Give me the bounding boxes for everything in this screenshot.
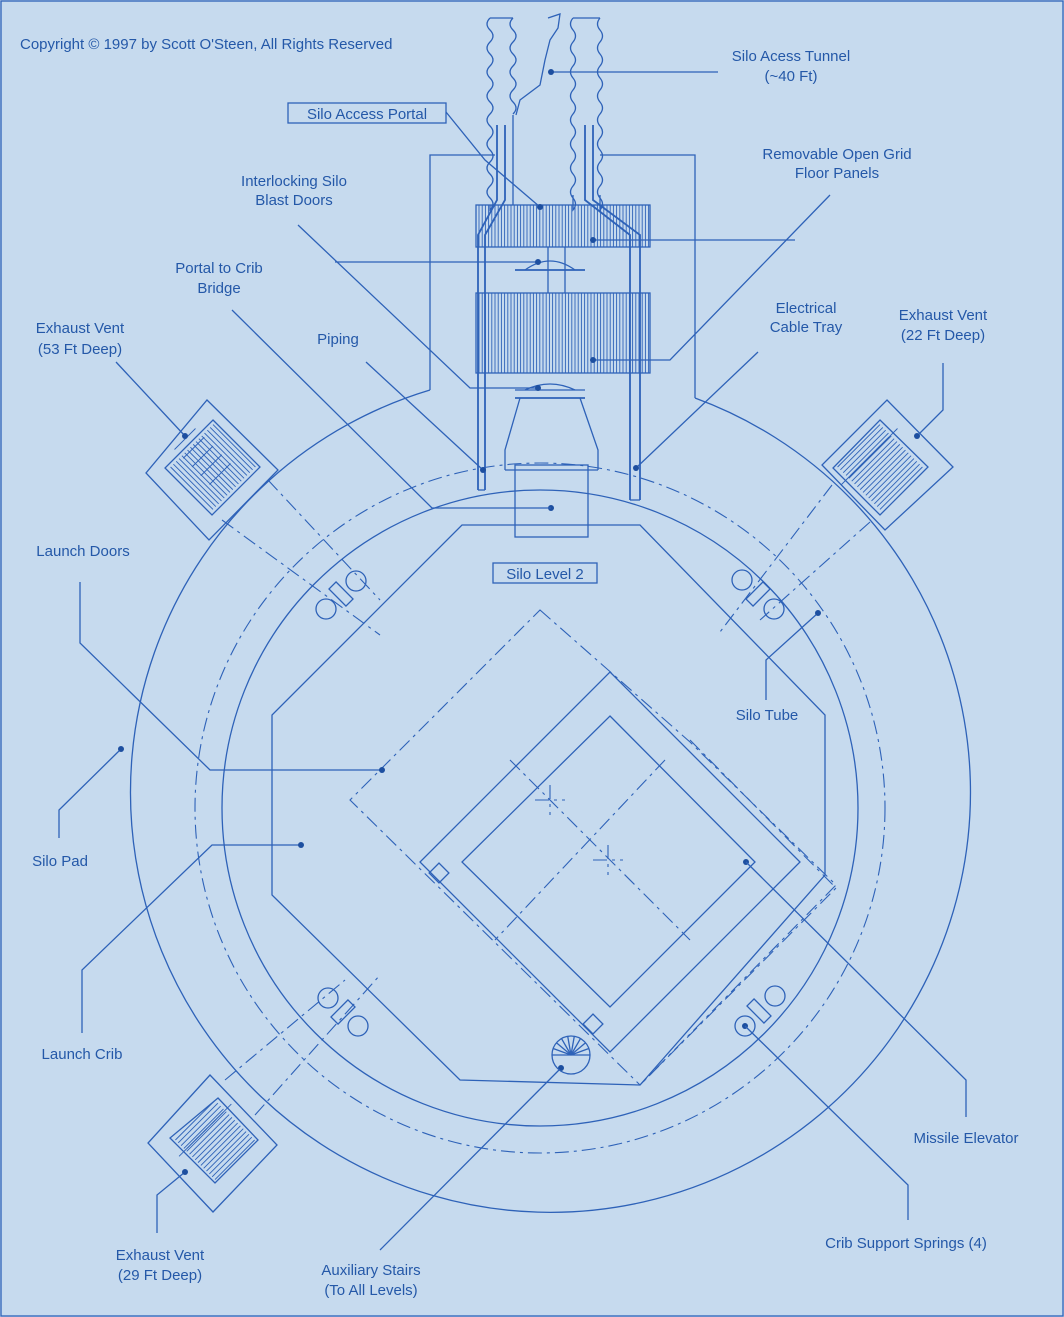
silo-access-portal-box [287, 102, 447, 124]
exhaust-vent-top-left [145, 399, 381, 636]
label-aux-stairs-2: (To All Levels) [324, 1282, 417, 1299]
silo-tube-ring [221, 489, 859, 1127]
label-silo-pad: Silo Pad [32, 853, 88, 870]
spring-bottom-right [734, 985, 786, 1037]
grid-floor-panel-lower [475, 292, 651, 374]
label-silo-tube: Silo Tube [736, 707, 799, 724]
launch-door-track [194, 462, 886, 1154]
label-exhaust-29-2: (29 Ft Deep) [118, 1267, 202, 1284]
label-exhaust-22-1: Exhaust Vent [899, 307, 988, 324]
label-exhaust-53-1: Exhaust Vent [36, 320, 125, 337]
label-exhaust-53-2: (53 Ft Deep) [38, 341, 122, 358]
label-removable-grid-2: Floor Panels [795, 165, 879, 182]
spring-top-right [731, 569, 785, 620]
missile-elevator [419, 671, 837, 1086]
blast-door-upper [515, 247, 585, 293]
label-crib-springs: Crib Support Springs (4) [825, 1235, 987, 1252]
label-blast-doors-1: Interlocking Silo [241, 173, 347, 190]
silo-level-2-box [492, 562, 598, 584]
label-launch-crib: Launch Crib [42, 1046, 123, 1063]
label-electrical-1: Electrical [776, 300, 837, 317]
label-launch-doors: Launch Doors [36, 543, 129, 560]
label-portal-bridge-2: Bridge [197, 280, 240, 297]
label-exhaust-22-2: (22 Ft Deep) [901, 327, 985, 344]
portal-bridge-box [514, 464, 589, 538]
label-removable-grid-1: Removable Open Grid [762, 146, 911, 163]
copyright-text: Copyright © 1997 by Scott O'Steen, All R… [20, 36, 392, 53]
silo-pad [129, 389, 972, 1213]
label-exhaust-29-1: Exhaust Vent [116, 1247, 205, 1264]
grid-floor-panel-upper [475, 204, 651, 248]
access-tunnel [477, 13, 641, 501]
label-piping: Piping [317, 331, 359, 348]
label-blast-doors-2: Blast Doors [255, 192, 333, 209]
exhaust-vent-bottom-left [147, 974, 381, 1213]
label-silo-access-tunnel-1: Silo Acess Tunnel [732, 48, 850, 65]
label-missile-elevator: Missile Elevator [913, 1130, 1018, 1147]
label-silo-access-tunnel-2: (~40 Ft) [765, 68, 818, 85]
spring-top-left [315, 570, 367, 620]
label-silo-level-2: Silo Level 2 [506, 566, 584, 583]
blast-door-lower [504, 383, 599, 471]
label-portal-bridge-1: Portal to Crib [175, 260, 263, 277]
label-aux-stairs-1: Auxiliary Stairs [321, 1262, 420, 1279]
spring-bottom-left [317, 987, 369, 1037]
access-corridor [429, 154, 696, 398]
label-electrical-2: Cable Tray [770, 319, 843, 336]
exhaust-vent-top-right [719, 399, 954, 633]
auxiliary-stairs [551, 1035, 591, 1075]
leader-lines [58, 69, 967, 1251]
label-silo-access-portal: Silo Access Portal [307, 106, 427, 123]
